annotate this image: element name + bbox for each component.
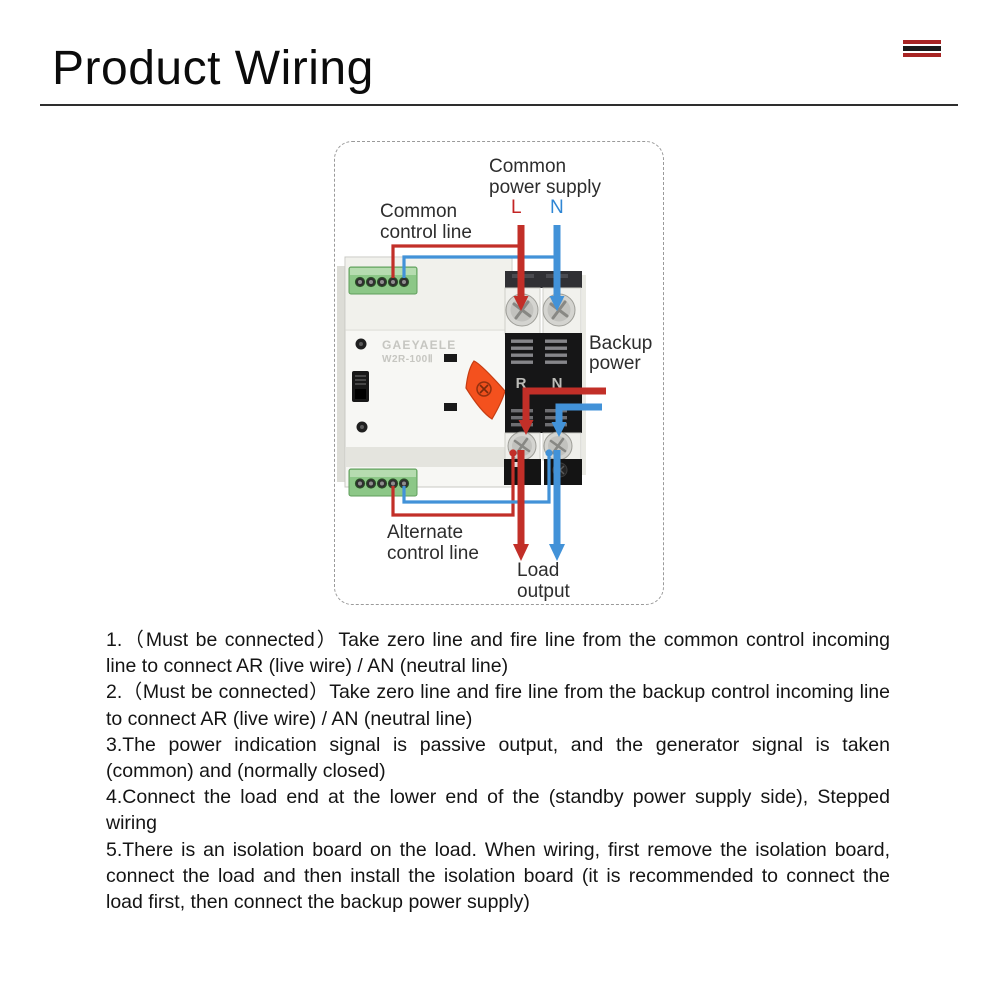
label-neutral-n: N (550, 197, 564, 218)
vent-slats-top (511, 339, 567, 364)
alternate-control-neutral-wire (402, 455, 551, 504)
label-load-output: Load output (517, 560, 570, 602)
common-control-neutral-wire (402, 255, 555, 278)
top-control-terminal-block (348, 266, 418, 295)
page-title: Product Wiring (52, 42, 374, 95)
instruction-5: 5.There is an isolation board on the loa… (106, 838, 890, 914)
indicator-led-bottom-glint (360, 425, 364, 429)
supply-live-arrow-icon (513, 296, 529, 311)
alternate-neutral-lug (545, 449, 553, 457)
load-neutral-arrow-icon (549, 544, 565, 561)
backup-live-arrow-icon (518, 420, 534, 435)
backup-neutral-wire (555, 403, 602, 423)
logo-stripe-top (903, 40, 941, 45)
common-control-live-wire (391, 244, 519, 278)
alternate-live-lug (509, 449, 517, 457)
pole-label-r: R (516, 375, 527, 392)
alternate-control-live-wire (391, 455, 515, 517)
device-bottom-recess (346, 447, 511, 467)
mode-slider-switch (352, 371, 369, 402)
title-divider (40, 104, 958, 106)
backup-live-wire (522, 387, 606, 421)
label-live-l: L (511, 197, 522, 218)
load-live-arrow-icon (513, 544, 529, 561)
indicator-led-top-glint (359, 342, 363, 346)
wiring-diagram-svg: GAEYAELE W2R-100Ⅱ (337, 225, 606, 561)
terminal-screw-top-right (542, 293, 576, 327)
din-clip (337, 266, 346, 482)
label-backup-power: Backup power (589, 333, 653, 374)
label-common-power-supply: Common power supply (489, 156, 601, 198)
terminal-screw-top-left (505, 293, 539, 327)
supply-neutral-arrow-icon (549, 296, 565, 311)
brand-stripes-icon (903, 40, 941, 57)
panel-slot-top (444, 354, 457, 362)
label-common-control-line: Common control line (380, 201, 472, 243)
device-brand-text: GAEYAELE (382, 338, 457, 352)
breaker-top-cap (505, 271, 582, 288)
instruction-2: 2.（Must be connected）Take zero line and … (106, 681, 890, 730)
wiring-instructions: 1.（Must be connected）Take zero line and … (106, 627, 890, 915)
switch-handle (465, 360, 506, 420)
logo-stripe-bottom (903, 52, 941, 57)
pole-label-n: N (552, 375, 563, 392)
panel-slot-bottom (444, 403, 457, 411)
logo-stripe-middle (903, 46, 941, 51)
instruction-1: 1.（Must be connected）Take zero line and … (106, 629, 890, 678)
label-alternate-control-line: Alternate control line (387, 522, 479, 564)
device-model-text: W2R-100Ⅱ (382, 354, 433, 365)
instruction-3: 3.The power indication signal is passive… (106, 733, 890, 783)
bottom-control-terminal-block (348, 468, 418, 497)
instruction-4: 4.Connect the load end at the lower end … (106, 786, 890, 835)
backup-neutral-arrow-icon (551, 422, 567, 437)
diagram-dashed-frame (334, 141, 664, 605)
